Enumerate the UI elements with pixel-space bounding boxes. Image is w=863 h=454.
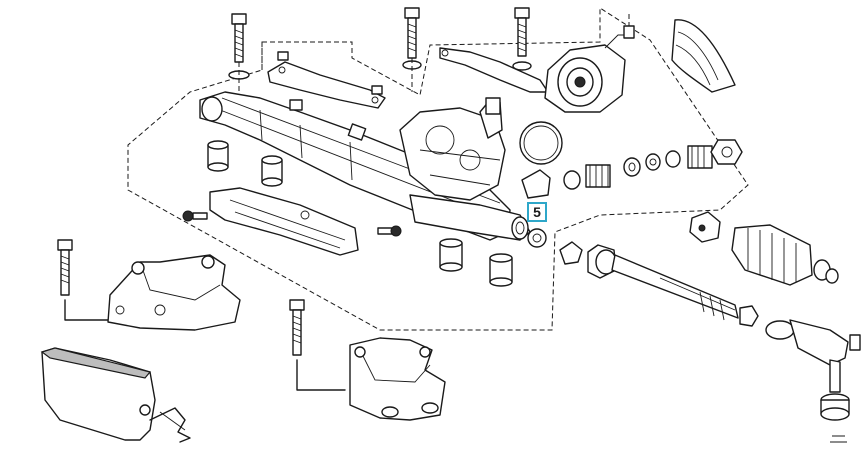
bolt-center-top bbox=[402, 7, 422, 92]
left-mount-bracket bbox=[57, 239, 241, 331]
assist-motor bbox=[544, 14, 635, 113]
mount-bushing-4 bbox=[489, 253, 513, 287]
boot-clamp bbox=[689, 211, 721, 243]
o-ring bbox=[519, 121, 563, 165]
tie-rod-end bbox=[765, 319, 861, 443]
bushing-small bbox=[521, 169, 551, 199]
pinion-gear-housing bbox=[399, 97, 506, 201]
motor-bracket-arm bbox=[439, 47, 549, 93]
callout-label: 5 bbox=[533, 204, 541, 220]
tie-rod-inner bbox=[559, 241, 759, 327]
rack-end-tube bbox=[409, 194, 531, 241]
spring-seal bbox=[563, 164, 611, 190]
nut-series bbox=[623, 139, 743, 177]
mount-bushing-2 bbox=[261, 155, 283, 187]
callout-part-5[interactable]: 5 bbox=[527, 202, 547, 222]
bolt-left-top bbox=[228, 13, 250, 100]
dust-seal-boot bbox=[671, 19, 736, 93]
rack-assembly-outline bbox=[127, 7, 749, 331]
washer-5 bbox=[527, 228, 547, 248]
rack-heat-shield bbox=[40, 347, 191, 443]
small-bolt-left bbox=[182, 210, 208, 222]
small-bolt-right bbox=[377, 225, 402, 237]
mount-bushing-3 bbox=[439, 238, 463, 272]
bolt-right-top bbox=[512, 7, 532, 71]
lower-rack-bracket bbox=[209, 187, 359, 256]
upper-bracket-plate bbox=[267, 51, 386, 109]
right-mount-bracket bbox=[289, 299, 446, 421]
steering-boot-bellows bbox=[731, 224, 839, 286]
mount-bushing-1 bbox=[207, 140, 229, 172]
